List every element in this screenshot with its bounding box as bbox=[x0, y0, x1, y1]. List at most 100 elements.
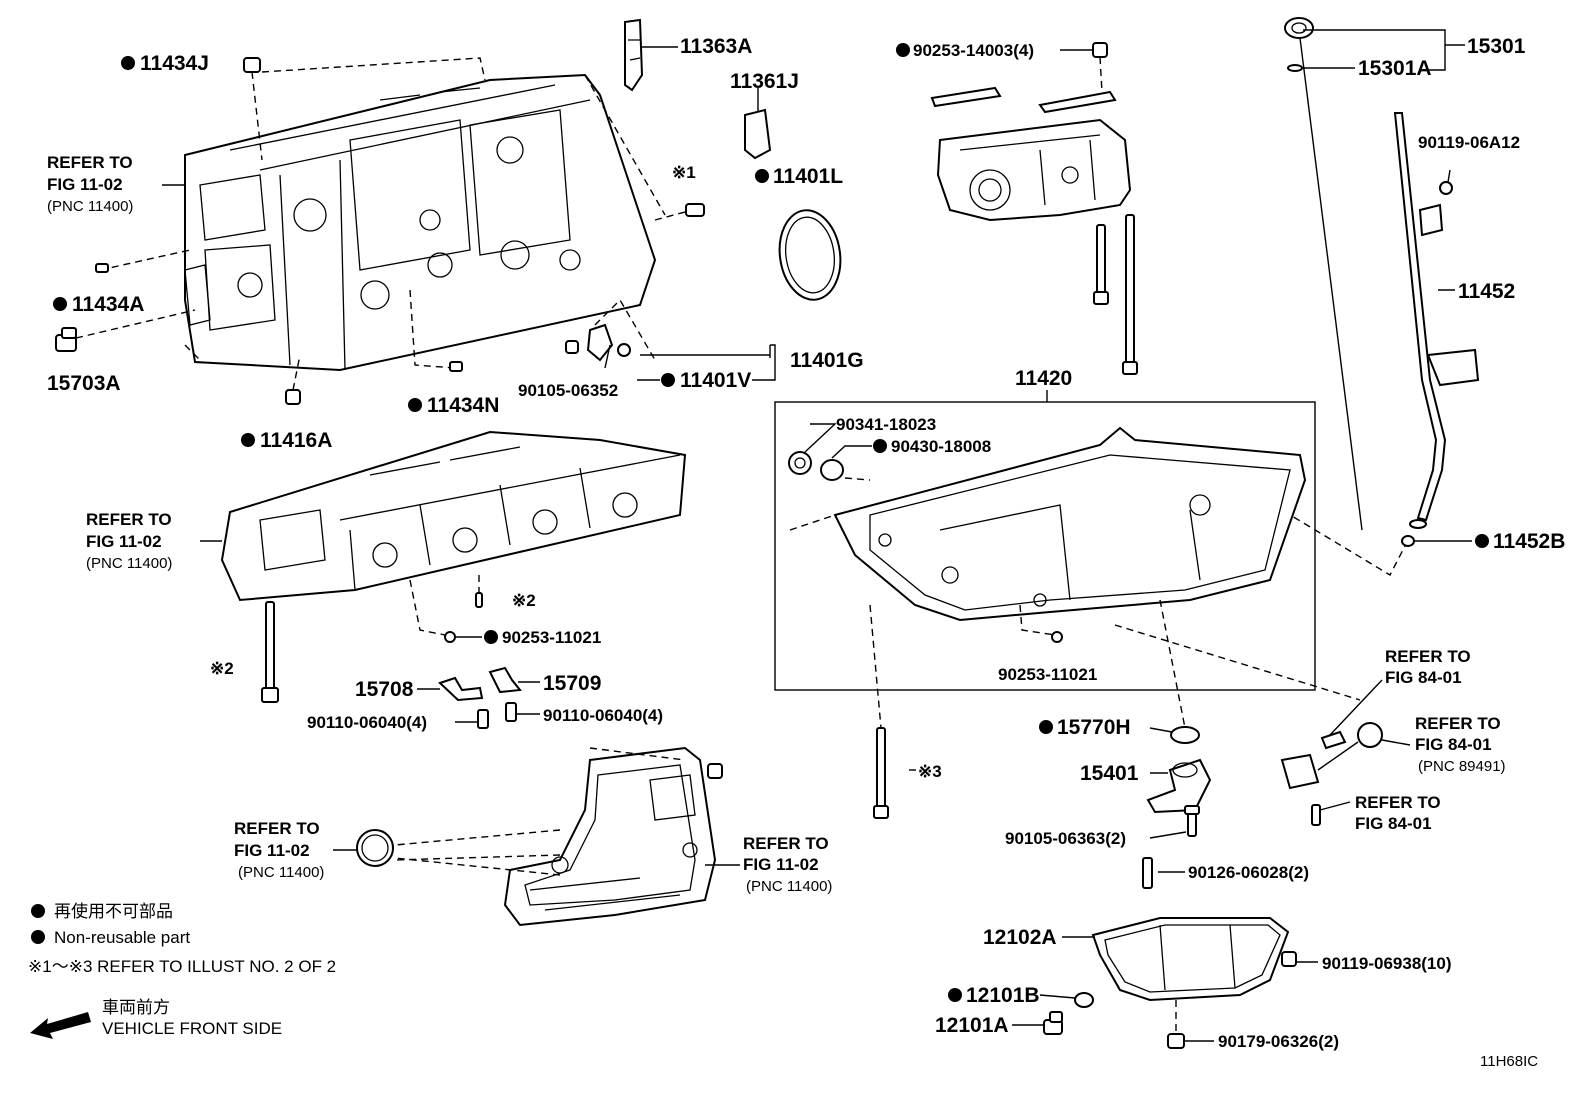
bolt-90110-left bbox=[477, 709, 489, 729]
timing-chain-cover bbox=[503, 746, 717, 927]
label-90253-11021-head: 90253-11021 bbox=[502, 628, 601, 647]
label-11363A: 11363A bbox=[680, 35, 752, 58]
cylinder-head bbox=[220, 430, 687, 602]
plug-11434A bbox=[95, 263, 109, 273]
ref-sensor-mid-l2: FIG 84-01 bbox=[1415, 735, 1492, 754]
front-arrow-icon bbox=[30, 1012, 91, 1039]
bolt-90119-06938 bbox=[1281, 951, 1297, 967]
label-15708: 15708 bbox=[355, 678, 414, 701]
label-12101B: 12101B bbox=[966, 984, 1040, 1007]
label-90105-06352: 90105-06352 bbox=[518, 381, 618, 400]
bracket-11363A bbox=[624, 18, 644, 92]
legend-jp: 再使用不可部品 bbox=[54, 901, 173, 921]
label-90110-06040-left: 90110-06040(4) bbox=[307, 713, 427, 732]
ref-block-l1: REFER TO bbox=[47, 153, 133, 172]
drain-plug-12101A bbox=[1043, 1011, 1063, 1035]
label-90430-18008: 90430-18008 bbox=[891, 437, 991, 456]
label-90341-18023: 90341-18023 bbox=[836, 415, 936, 434]
gasket-11361J bbox=[744, 108, 772, 160]
label-11401L: 11401L bbox=[773, 165, 843, 188]
label-90105-06363: 90105-06363(2) bbox=[1005, 829, 1126, 848]
cylinder-block bbox=[184, 73, 657, 372]
ref-block-l3: (PNC 11400) bbox=[47, 198, 133, 215]
mark-3: ※3 bbox=[918, 762, 942, 781]
label-11361J: 11361J bbox=[730, 70, 799, 93]
stud-bolt-mark3 bbox=[873, 727, 889, 819]
legend-note: ※1～※3 REFER TO ILLUST NO. 2 OF 2 bbox=[28, 957, 336, 976]
label-15709: 15709 bbox=[543, 672, 601, 695]
ref-sensor-top-l2: FIG 84-01 bbox=[1385, 668, 1462, 687]
fitting-15703A bbox=[55, 327, 77, 352]
label-15301: 15301 bbox=[1467, 35, 1526, 58]
plug-90341-18023 bbox=[788, 451, 812, 475]
bolt-90110-right bbox=[505, 702, 517, 722]
label-15703A: 15703A bbox=[47, 372, 121, 395]
ref-head-l2: FIG 11-02 bbox=[86, 532, 162, 551]
bolt-90105-06363 bbox=[1184, 805, 1200, 837]
label-11416A: 11416A bbox=[260, 429, 332, 452]
pin-mark2 bbox=[475, 592, 483, 608]
label-90253-11021-pan: 90253-11021 bbox=[998, 665, 1097, 684]
oil-dipstick-15301 bbox=[1284, 17, 1363, 531]
label-11434N: 11434N bbox=[427, 394, 499, 417]
ref-sensor-bot-l1: REFER TO bbox=[1355, 793, 1441, 812]
ref-block-l2: FIG 11-02 bbox=[47, 175, 123, 194]
bracket-11401G bbox=[565, 323, 631, 362]
dipstick-guide-11452 bbox=[1393, 112, 1480, 529]
plug-90253-11021-pan bbox=[1051, 631, 1063, 643]
gasket-90430-18008 bbox=[820, 459, 844, 481]
stud-90126-06028 bbox=[1142, 857, 1153, 889]
label-12101A: 12101A bbox=[935, 1014, 1009, 1037]
part-labels: 11434J 11363A 11361J 11401L 90253-14003(… bbox=[47, 35, 1565, 1051]
direction-jp: 車両前方 bbox=[102, 998, 170, 1017]
ref-cover-left-l1: REFER TO bbox=[234, 819, 320, 838]
ref-cover-left-l2: FIG 11-02 bbox=[234, 841, 310, 860]
ref-head-l1: REFER TO bbox=[86, 510, 172, 529]
gasket-15770H bbox=[1170, 726, 1200, 744]
leader-lines bbox=[162, 29, 1472, 1042]
label-15770H: 15770H bbox=[1057, 716, 1131, 739]
plug-90253-14003 bbox=[1092, 42, 1108, 58]
nut-90179-06326 bbox=[1167, 1033, 1185, 1049]
gasket-12101B bbox=[1074, 992, 1094, 1008]
bracket-15709 bbox=[488, 666, 522, 694]
oil-pan-11420 bbox=[833, 426, 1307, 622]
label-90110-06040-right: 90110-06040(4) bbox=[543, 706, 663, 725]
label-11401V: 11401V bbox=[680, 369, 751, 392]
label-90179-06326: 90179-06326(2) bbox=[1218, 1032, 1339, 1051]
label-11452: 11452 bbox=[1458, 280, 1515, 303]
label-90253-14003: 90253-14003(4) bbox=[913, 41, 1034, 60]
gasket-left bbox=[930, 86, 1002, 108]
o-ring-11452B bbox=[1401, 535, 1415, 547]
legend-en: Non-reusable part bbox=[54, 928, 190, 947]
label-90119-06A12: 90119-06A12 bbox=[1418, 133, 1520, 152]
plug-11416A bbox=[285, 389, 301, 405]
head-bolt-mark2 bbox=[261, 601, 279, 703]
bracket-15708 bbox=[438, 676, 484, 702]
mark-2-pin: ※2 bbox=[512, 591, 536, 610]
ref-sensor-bot-l2: FIG 84-01 bbox=[1355, 814, 1432, 833]
ref-sensor-mid-l3: (PNC 89491) bbox=[1418, 758, 1506, 775]
pin-mark1 bbox=[685, 203, 705, 217]
ref-sensor-top-l1: REFER TO bbox=[1385, 647, 1471, 666]
gasket-ring-cover bbox=[356, 829, 394, 867]
label-15301A: 15301A bbox=[1358, 57, 1432, 80]
seal-ring-11401L bbox=[778, 209, 842, 301]
label-11434A: 11434A bbox=[72, 293, 144, 316]
plug-11434N bbox=[449, 361, 463, 372]
ref-cover-right-l3: (PNC 11400) bbox=[746, 878, 832, 895]
balance-shaft-housing bbox=[936, 118, 1132, 222]
plug-90253-11021 bbox=[444, 631, 456, 643]
mark-2-bolt: ※2 bbox=[210, 659, 234, 678]
mark-1: ※1 bbox=[672, 163, 696, 182]
label-90126-06028: 90126-06028(2) bbox=[1188, 863, 1309, 882]
diagram-code: 11H68IC bbox=[1480, 1053, 1538, 1070]
gasket-right bbox=[1038, 90, 1117, 114]
ref-head-l3: (PNC 11400) bbox=[86, 555, 172, 572]
bolts-housing bbox=[1093, 214, 1138, 375]
label-12102A: 12102A bbox=[983, 926, 1057, 949]
assembly-box-11420 bbox=[774, 401, 1316, 691]
ref-cover-left-l3: (PNC 11400) bbox=[238, 864, 324, 881]
label-11401G: 11401G bbox=[790, 349, 864, 372]
